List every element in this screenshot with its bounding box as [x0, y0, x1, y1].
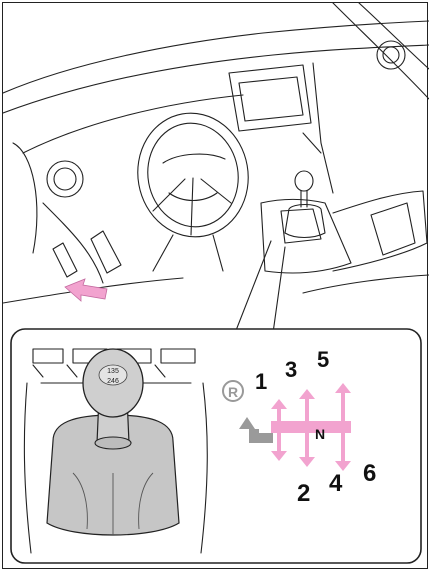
gear-6-label: 6 [363, 460, 376, 487]
neutral-crossbar [271, 421, 351, 433]
gear-1-label: 1 [255, 369, 267, 394]
left-vent-icon [47, 161, 83, 197]
gear-4-label: 4 [329, 470, 343, 497]
knob-row-bottom: 246 [107, 378, 119, 385]
illustration-frame: 135 246 N R 1 3 5 2 4 6 [2, 2, 428, 569]
dashboard-drawing [3, 3, 429, 333]
car-interior-illustration: 135 246 N R 1 3 5 2 4 6 [3, 3, 429, 570]
knob-row-top: 135 [107, 368, 119, 375]
gear-3-label: 3 [285, 357, 297, 382]
locator-arrow-icon [65, 279, 107, 301]
center-console [261, 199, 351, 273]
right-vent-icon [377, 41, 405, 69]
gear-2-label: 2 [297, 480, 310, 507]
neutral-label: N [315, 426, 325, 442]
shift-knob-small [295, 171, 313, 191]
gear-5-label: 5 [317, 347, 329, 372]
reverse-label: R [228, 384, 238, 400]
